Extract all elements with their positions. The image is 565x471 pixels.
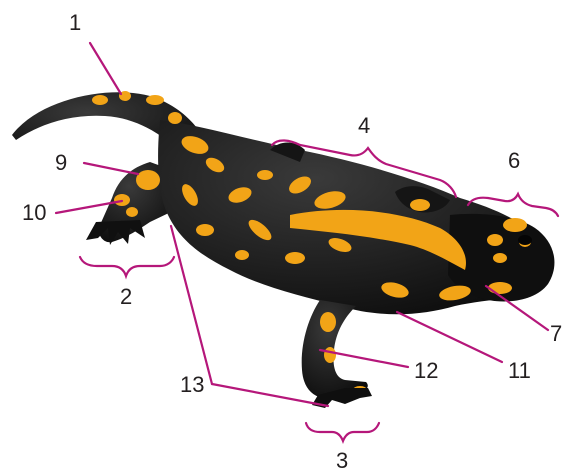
label-11: 11 <box>508 358 531 383</box>
label-2: 2 <box>120 284 132 309</box>
leader-11 <box>397 312 502 362</box>
front-right-leg <box>302 300 368 398</box>
label-13: 13 <box>180 372 204 397</box>
salamander-eye <box>518 235 532 245</box>
salamander-illustration <box>12 91 554 408</box>
leader-1 <box>90 43 121 94</box>
leader-9 <box>84 163 138 174</box>
label-7: 7 <box>550 321 562 346</box>
label-10: 10 <box>22 200 46 225</box>
label-1: 1 <box>69 10 81 35</box>
label-6: 6 <box>508 148 520 173</box>
back-left-toes <box>86 220 145 245</box>
label-9: 9 <box>55 150 67 175</box>
label-12: 12 <box>414 358 438 383</box>
label-3: 3 <box>336 448 348 471</box>
label-4: 4 <box>358 113 370 138</box>
bracket-3 <box>306 423 379 441</box>
bracket-2 <box>80 257 174 276</box>
